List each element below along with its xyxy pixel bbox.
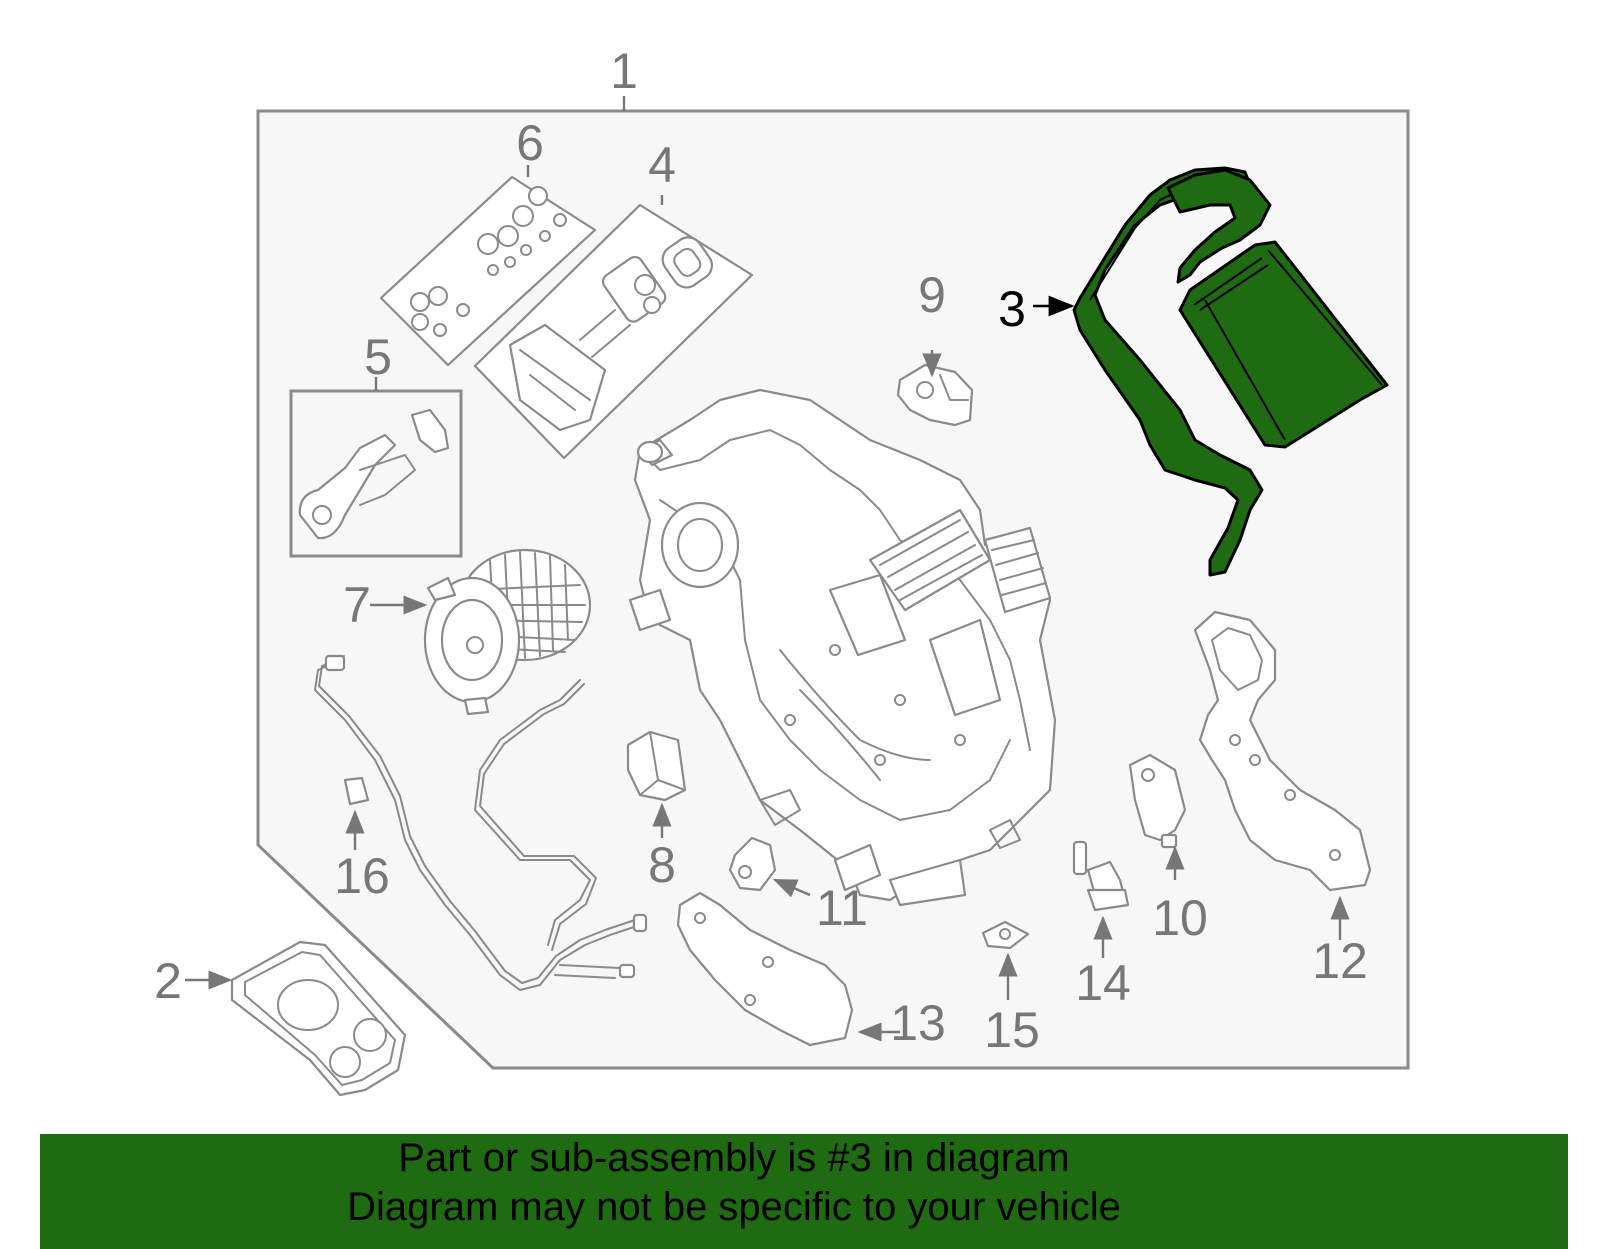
callout-5: 5 <box>364 329 392 385</box>
part-11-sensor[interactable] <box>728 836 777 892</box>
callout-14: 14 <box>1075 955 1131 1011</box>
callout-2: 2 <box>154 953 182 1009</box>
part-10-actuator[interactable] <box>1128 753 1187 849</box>
part-15-clip[interactable] <box>981 920 1030 950</box>
banner-line-1: Part or sub-assembly is #3 in diagram <box>398 1136 1070 1180</box>
callout-8: 8 <box>648 837 676 893</box>
part-16-harness[interactable] <box>314 654 648 991</box>
part-14-valve[interactable] <box>1072 840 1130 912</box>
part-7-blower-motor[interactable] <box>423 548 592 716</box>
callout-15: 15 <box>984 1002 1040 1058</box>
part-12-duct[interactable] <box>1193 610 1372 892</box>
callout-16: 16 <box>334 848 390 904</box>
callout-10: 10 <box>1152 890 1208 946</box>
info-banner: Part or sub-assembly is #3 in diagram Di… <box>40 1134 1568 1249</box>
part-9-actuator[interactable] <box>896 363 974 427</box>
part-3-heater-core[interactable] <box>1072 166 1389 577</box>
callout-12: 12 <box>1312 933 1368 989</box>
part-5-sensor[interactable] <box>289 377 463 558</box>
callout-6: 6 <box>516 115 544 171</box>
part-2-filter-cover[interactable] <box>230 940 407 1097</box>
part-6-gasket-kit[interactable] <box>379 165 597 367</box>
callout-4: 4 <box>648 137 676 193</box>
callout-11: 11 <box>816 880 868 936</box>
callout-1: 1 <box>610 43 638 99</box>
callout-9: 9 <box>918 267 946 323</box>
callout-7: 7 <box>343 577 371 633</box>
banner-line-2: Diagram may not be specific to your vehi… <box>347 1185 1121 1229</box>
callout-3: 3 <box>998 281 1026 337</box>
part-13-seal[interactable] <box>676 891 854 1047</box>
hvac-case[interactable] <box>628 388 1057 907</box>
part-4-actuator-kit[interactable] <box>473 195 754 460</box>
part-8-module[interactable] <box>626 730 687 802</box>
callout-13: 13 <box>890 995 946 1051</box>
